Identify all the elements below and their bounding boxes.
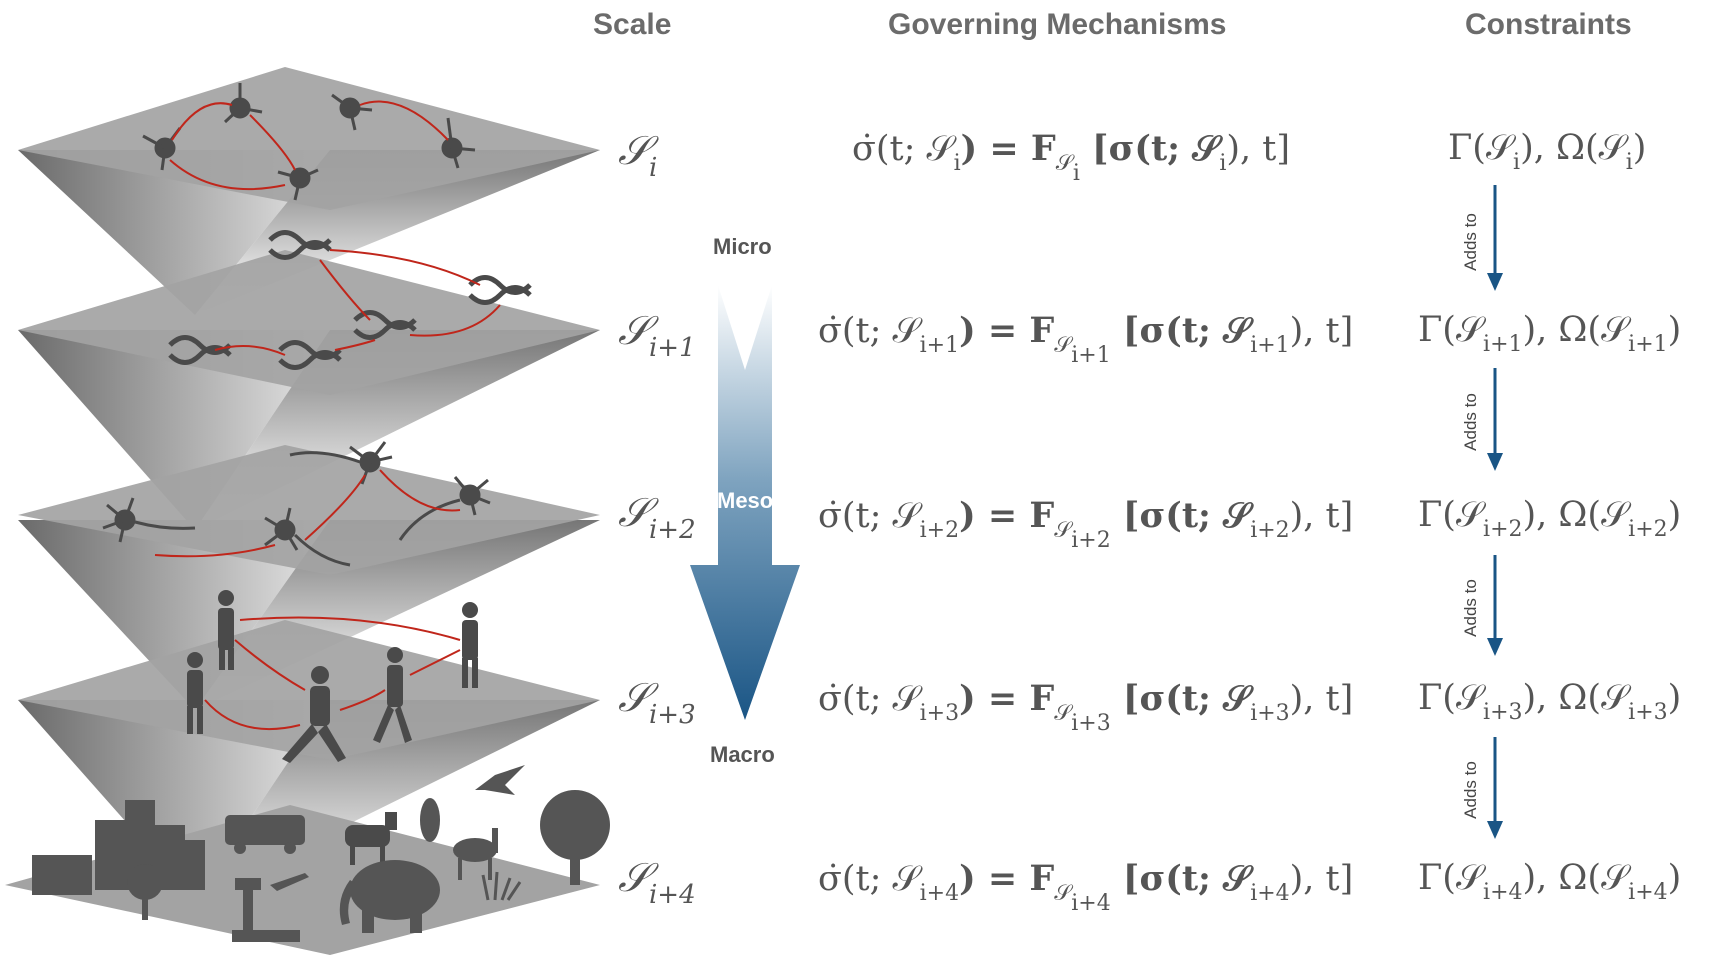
bus-icon xyxy=(225,815,305,854)
elephant-icon xyxy=(339,860,440,933)
mechanism-equation-i2: σ̇(t; 𝒮i+2) = F𝒮i+2 [σ(t; 𝒮i+2), t] xyxy=(818,495,1354,553)
tree-icon xyxy=(540,790,610,885)
plane-i3 xyxy=(18,620,600,760)
scale-header: Scale xyxy=(593,8,672,41)
scale-label-i3: 𝒮i+3 xyxy=(618,675,696,730)
dna-icon xyxy=(168,230,532,370)
scale-label-i2: 𝒮i+2 xyxy=(618,490,696,545)
mechanism-equation-i: σ̇(t; 𝒮i) = F𝒮i [σ(t; 𝒮i), t] xyxy=(852,128,1291,186)
adds-to-label-1: Adds to xyxy=(1460,213,1480,271)
scale-hierarchy-illustration xyxy=(5,67,610,955)
mechanism-equation-i1: σ̇(t; 𝒮i+1) = F𝒮i+1 [σ(t; 𝒮i+1), t] xyxy=(818,310,1354,368)
mechanism-equation-i3: σ̇(t; 𝒮i+3) = F𝒮i+3 [σ(t; 𝒮i+3), t] xyxy=(818,678,1354,736)
macro-label: Macro xyxy=(710,742,775,767)
scale-progression-arrow xyxy=(690,285,800,720)
mechanism-equation-i4: σ̇(t; 𝒮i+4) = F𝒮i+4 [σ(t; 𝒮i+4), t] xyxy=(818,858,1354,916)
plane-i4 xyxy=(5,805,600,955)
grass-icon xyxy=(481,871,522,901)
scale-label-i4: 𝒮i+4 xyxy=(618,855,696,910)
constraints-i1: Γ(𝒮i+1), Ω(𝒮i+1) xyxy=(1418,310,1682,357)
scale-label-i1: 𝒮i+1 xyxy=(618,308,696,363)
mechanisms-header: Governing Mechanisms xyxy=(888,8,1227,41)
camel-icon xyxy=(453,828,498,880)
adds-to-label-4: Adds to xyxy=(1460,761,1480,819)
scale-label-i: 𝒮i xyxy=(618,128,658,183)
meso-label: Meso xyxy=(717,488,774,513)
constraints-i: Γ(𝒮i), Ω(𝒮i) xyxy=(1448,128,1647,175)
plane-i1 xyxy=(18,250,600,395)
constraints-header: Constraints xyxy=(1465,8,1632,41)
molecule-icon xyxy=(142,83,476,201)
city-icon xyxy=(32,800,205,920)
constraints-i3: Γ(𝒮i+3), Ω(𝒮i+3) xyxy=(1418,678,1682,725)
constraints-i2: Γ(𝒮i+2), Ω(𝒮i+2) xyxy=(1418,495,1682,542)
penguin-icon xyxy=(420,798,440,842)
eagle-icon xyxy=(475,765,525,795)
constraints-i4: Γ(𝒮i+4), Ω(𝒮i+4) xyxy=(1418,858,1682,905)
micro-label: Micro xyxy=(713,234,772,259)
plane-i2 xyxy=(18,445,600,575)
plane-i xyxy=(18,67,600,210)
adds-to-label-3: Adds to xyxy=(1460,579,1480,637)
adds-to-label-2: Adds to xyxy=(1460,393,1480,451)
adds-to-arrows xyxy=(1487,185,1503,839)
person-icon xyxy=(187,590,478,763)
zebra-icon xyxy=(345,812,397,865)
neuron-icon xyxy=(102,441,491,567)
airport-icon xyxy=(232,873,309,942)
